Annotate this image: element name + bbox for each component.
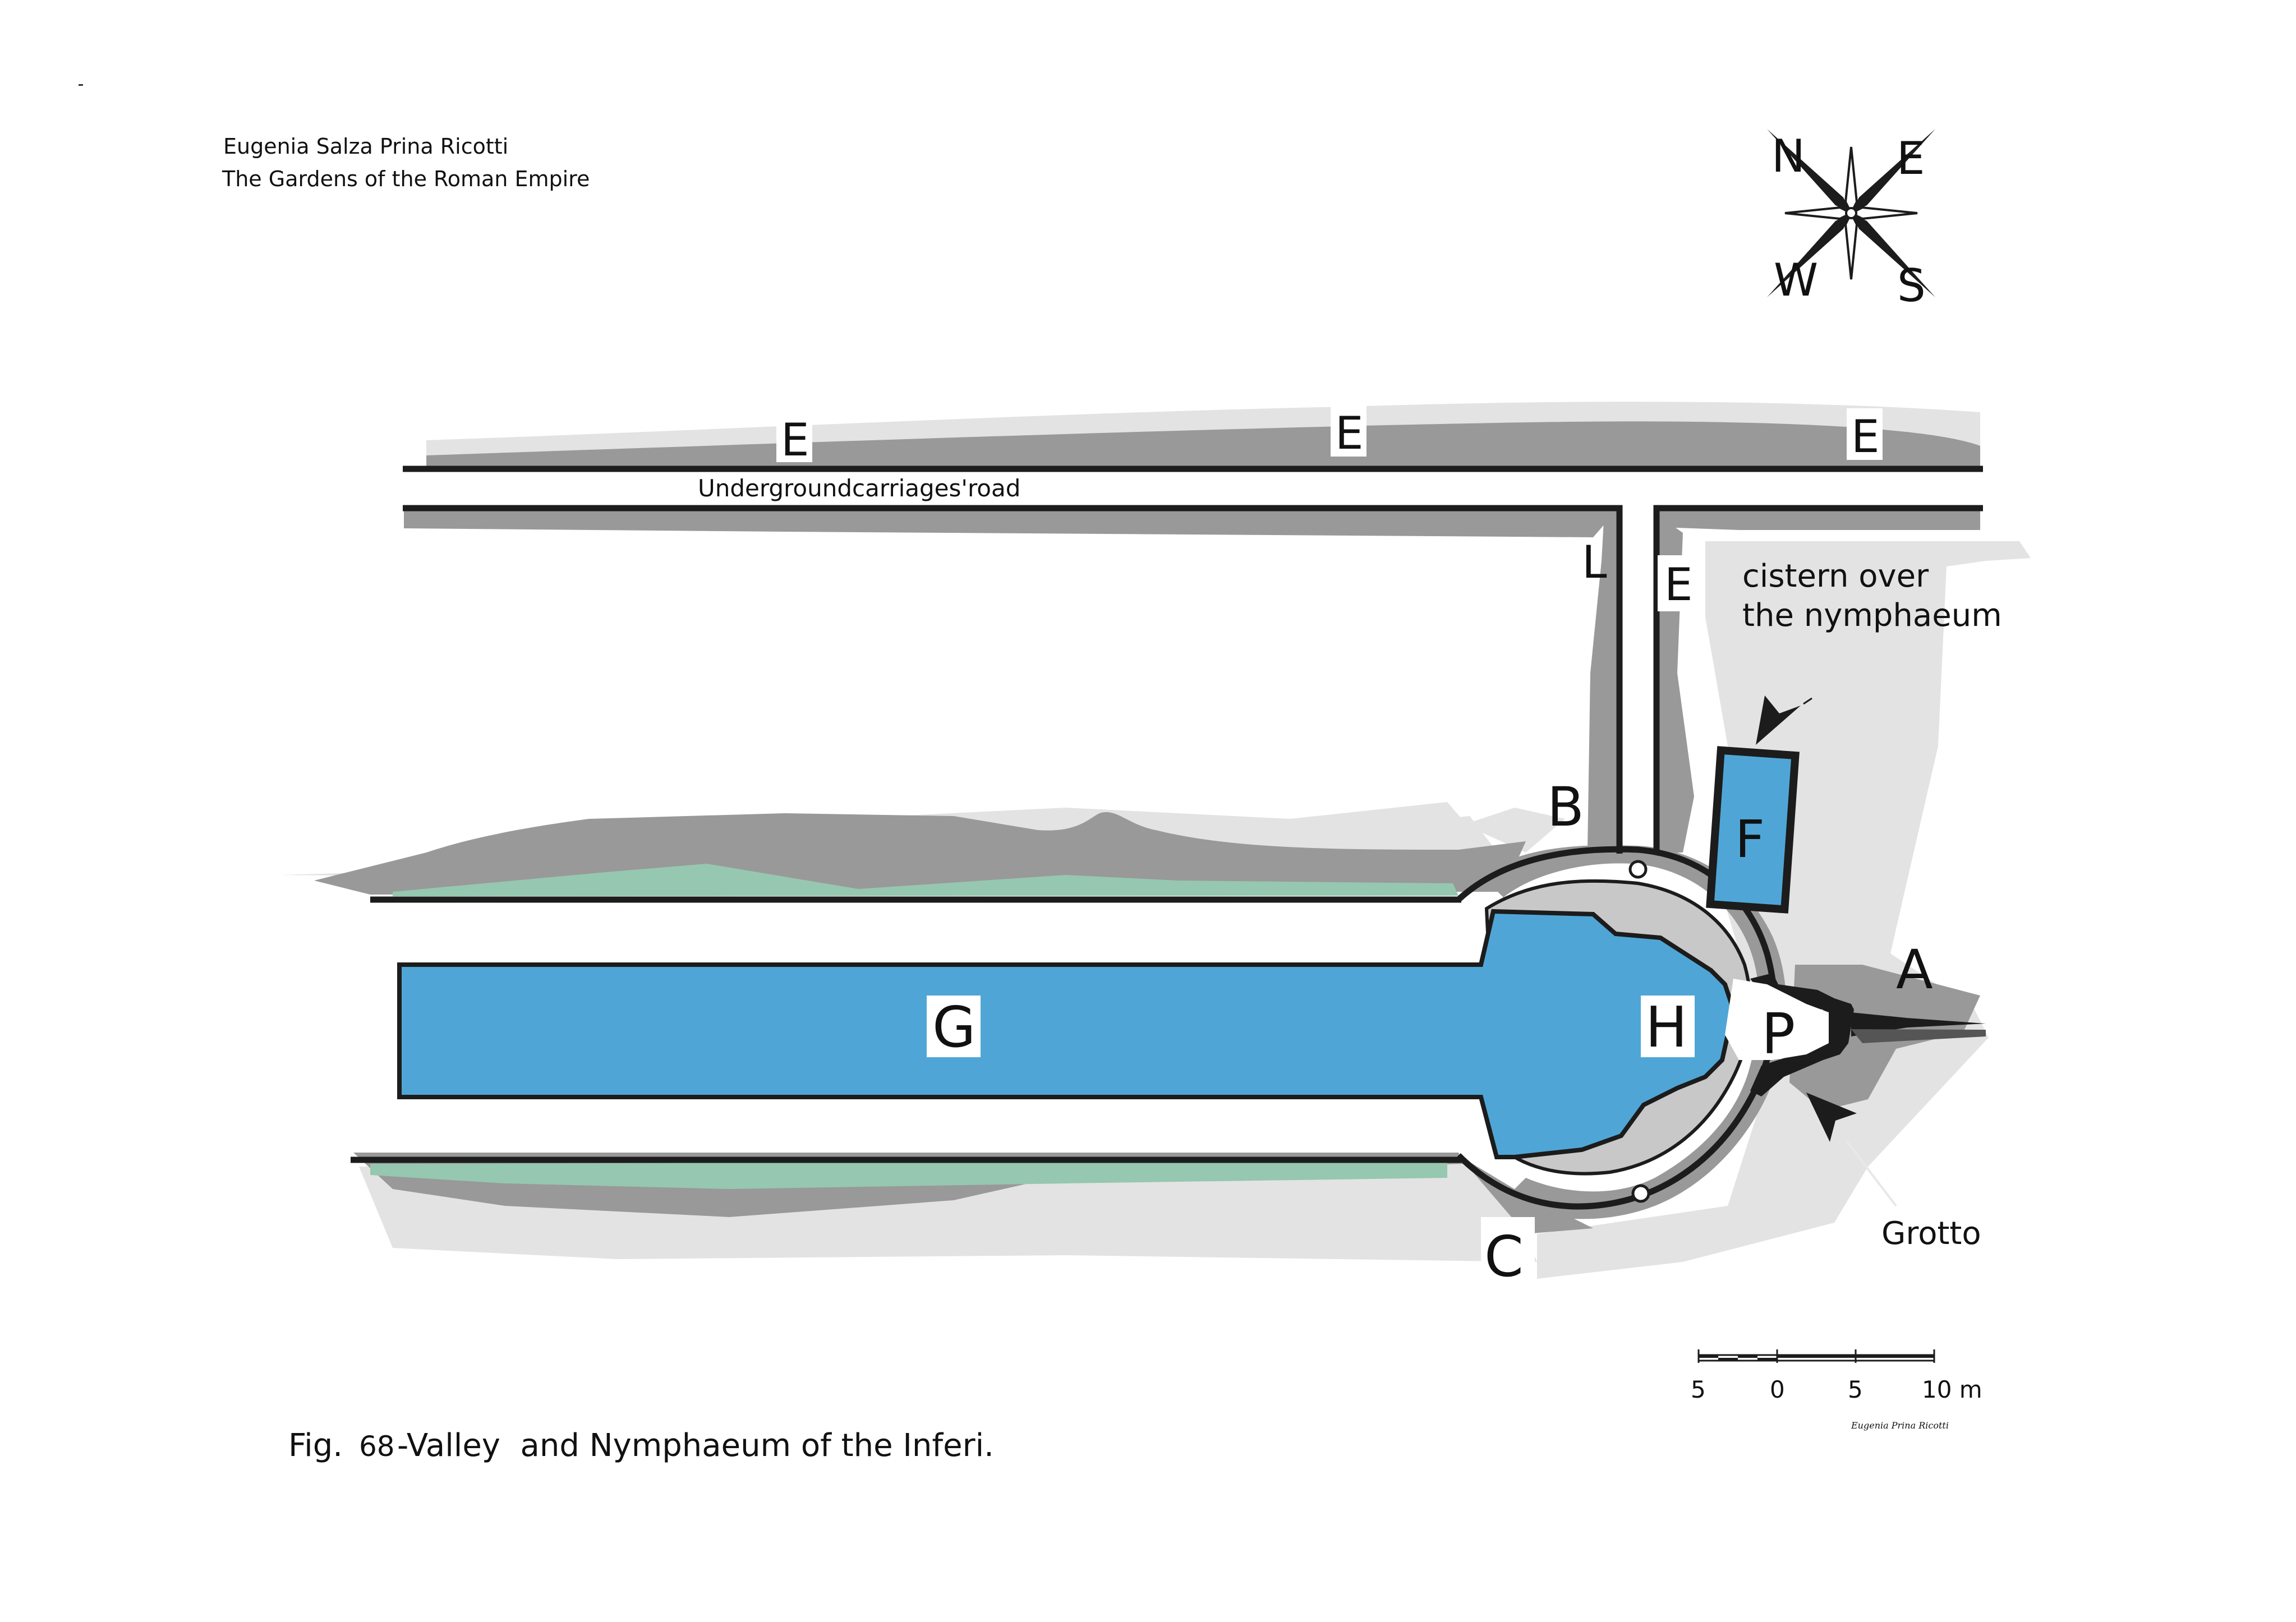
label-c: C [1481,1217,1535,1289]
shaft-marker-ring [1631,1184,1650,1203]
label-p: P [1761,1001,1795,1067]
label-e-top-1: E [776,414,812,466]
compass-e: E [1897,132,1925,185]
svg-text:E: E [1335,407,1364,459]
svg-text:E: E [1851,411,1880,463]
cistern-f [1706,746,1800,914]
compass-s: S [1897,260,1926,312]
svg-text:E: E [1664,559,1693,611]
valley-edges [351,896,1461,1163]
scale-tick-1: 5 [1691,1376,1706,1403]
scale-tick-2: 0 [1770,1376,1785,1403]
svg-text:G: G [932,994,976,1060]
green-canals [370,864,1458,1189]
cistern-label-line1: cistern over [1742,558,1929,595]
cistern-arrow-icon [1756,695,1801,745]
label-e-top-3: E [1847,408,1883,463]
cistern-label-line2: the nymphaeum [1742,597,2002,634]
svg-text:E: E [781,414,809,466]
svg-text:C: C [1484,1224,1524,1289]
label-h: H [1641,994,1695,1060]
label-e-side: E [1658,555,1703,611]
label-a: A [1896,938,1933,1001]
caption-fig: Fig. [288,1427,343,1464]
scale-tick-4: 10 m [1922,1376,1982,1403]
figure-caption: Fig. 68 -Valley and Nymphaeum of the Inf… [288,1427,994,1464]
author-credit: Eugenia Salza Prina Ricotti The Gardens … [222,134,590,191]
author-name: Eugenia Salza Prina Ricotti [223,134,508,159]
label-l: L [1582,536,1607,588]
svg-text:H: H [1645,994,1687,1060]
pool-g-and-basin-h [397,909,1736,1159]
book-title: The Gardens of the Roman Empire [222,167,590,191]
signature: Eugenia Prina Ricotti [1851,1420,1949,1431]
grotto-p [1725,973,1986,1096]
compass-n: N [1772,130,1805,182]
compass-rose: N E W S [1767,129,1935,312]
compass-star-icon [1767,129,1935,297]
south-canal [370,1161,1447,1189]
label-e-top-2: E [1331,405,1366,459]
caption-title: -Valley and Nymphaeum of the Inferi. [397,1427,994,1464]
scale-bar: 5 0 5 10 m Eugenia Prina Ricotti [1691,1349,1982,1431]
label-f: F [1735,809,1765,869]
caption-number: 68 [359,1430,395,1463]
carriage-road [403,466,1983,854]
grotto-label: Grotto [1881,1215,1981,1252]
label-b: B [1547,776,1584,838]
grotto-arrow-icon [1806,1093,1857,1142]
road-label: Undergroundcarriages'road [698,474,1020,502]
stray-mark [79,84,83,86]
scale-tick-3: 5 [1848,1376,1863,1403]
compass-w: W [1774,254,1818,306]
label-g: G [927,994,981,1060]
shaft-marker-north [1628,860,1648,879]
north-canal [393,864,1458,896]
